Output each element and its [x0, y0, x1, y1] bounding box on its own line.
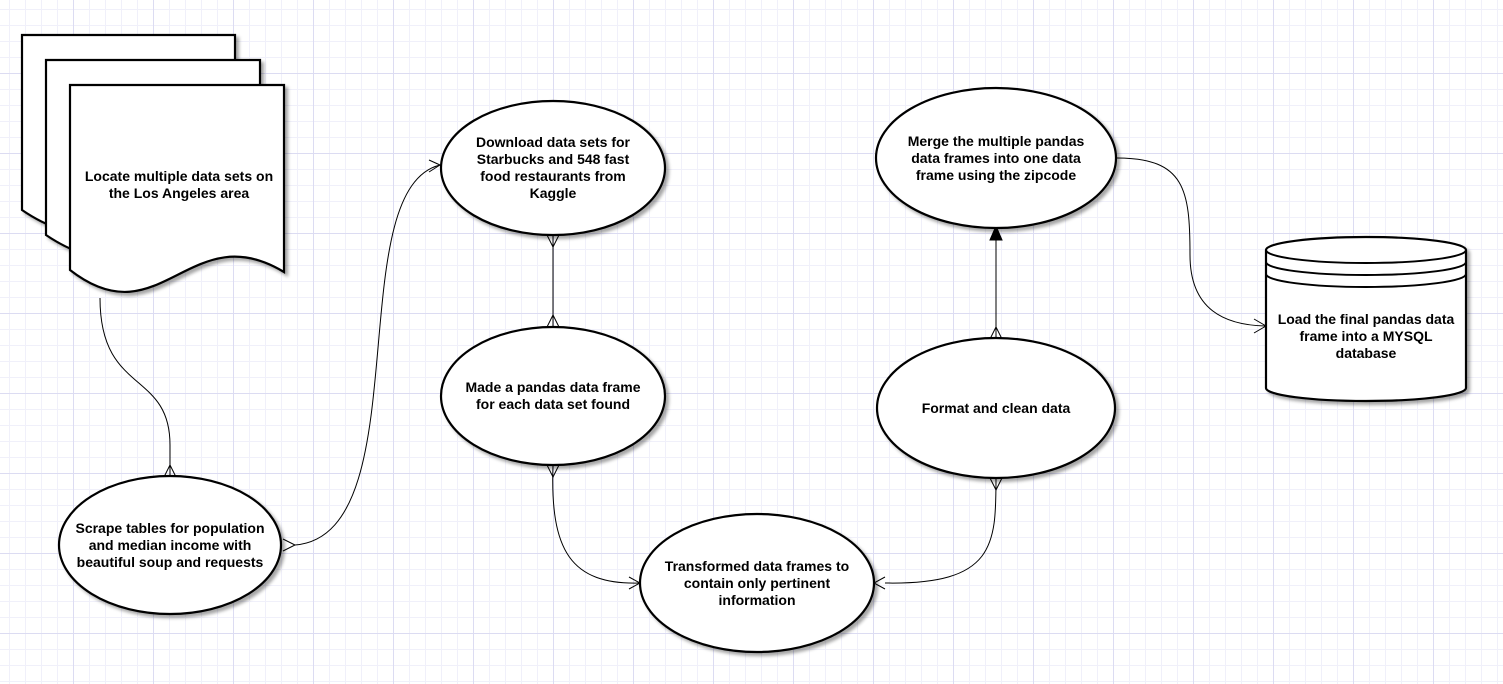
edge-pandas-to-transform[interactable] [546, 464, 642, 590]
node-pandas-label: Made a pandas data frame for each data s… [465, 379, 641, 412]
node-download-shape[interactable] [439, 99, 667, 237]
node-pandas-shape[interactable] [439, 325, 667, 467]
node-scrape-label: Scrape tables for population and median … [75, 519, 265, 570]
node-load-shape[interactable] [1264, 235, 1468, 403]
edge-format-to-merge[interactable] [989, 224, 1003, 340]
node-locate-label: Locate multiple data sets on the Los Ang… [84, 168, 274, 201]
node-transform-shape[interactable] [638, 512, 876, 654]
node-format-label: Format and clean data [921, 399, 1071, 416]
node-merge-label: Merge the multiple pandas data frames in… [907, 132, 1085, 183]
node-format-shape[interactable] [875, 336, 1117, 480]
node-transform-label: Transformed data frames to contain only … [664, 557, 850, 608]
edge-locate-to-scrape[interactable] [99, 297, 177, 478]
edge-scrape-to-download[interactable] [282, 159, 442, 552]
edge-download-to-pandas[interactable] [546, 234, 560, 328]
node-scrape-shape[interactable] [57, 474, 283, 616]
node-locate-shape[interactable] [20, 33, 286, 293]
node-load-label: Load the final pandas data frame into a … [1277, 310, 1455, 361]
edge-transform-to-format[interactable] [872, 477, 1003, 590]
node-download-label: Download data sets for Starbucks and 548… [475, 134, 631, 201]
edge-merge-to-load[interactable] [1116, 157, 1267, 334]
node-merge-shape[interactable] [874, 86, 1118, 230]
